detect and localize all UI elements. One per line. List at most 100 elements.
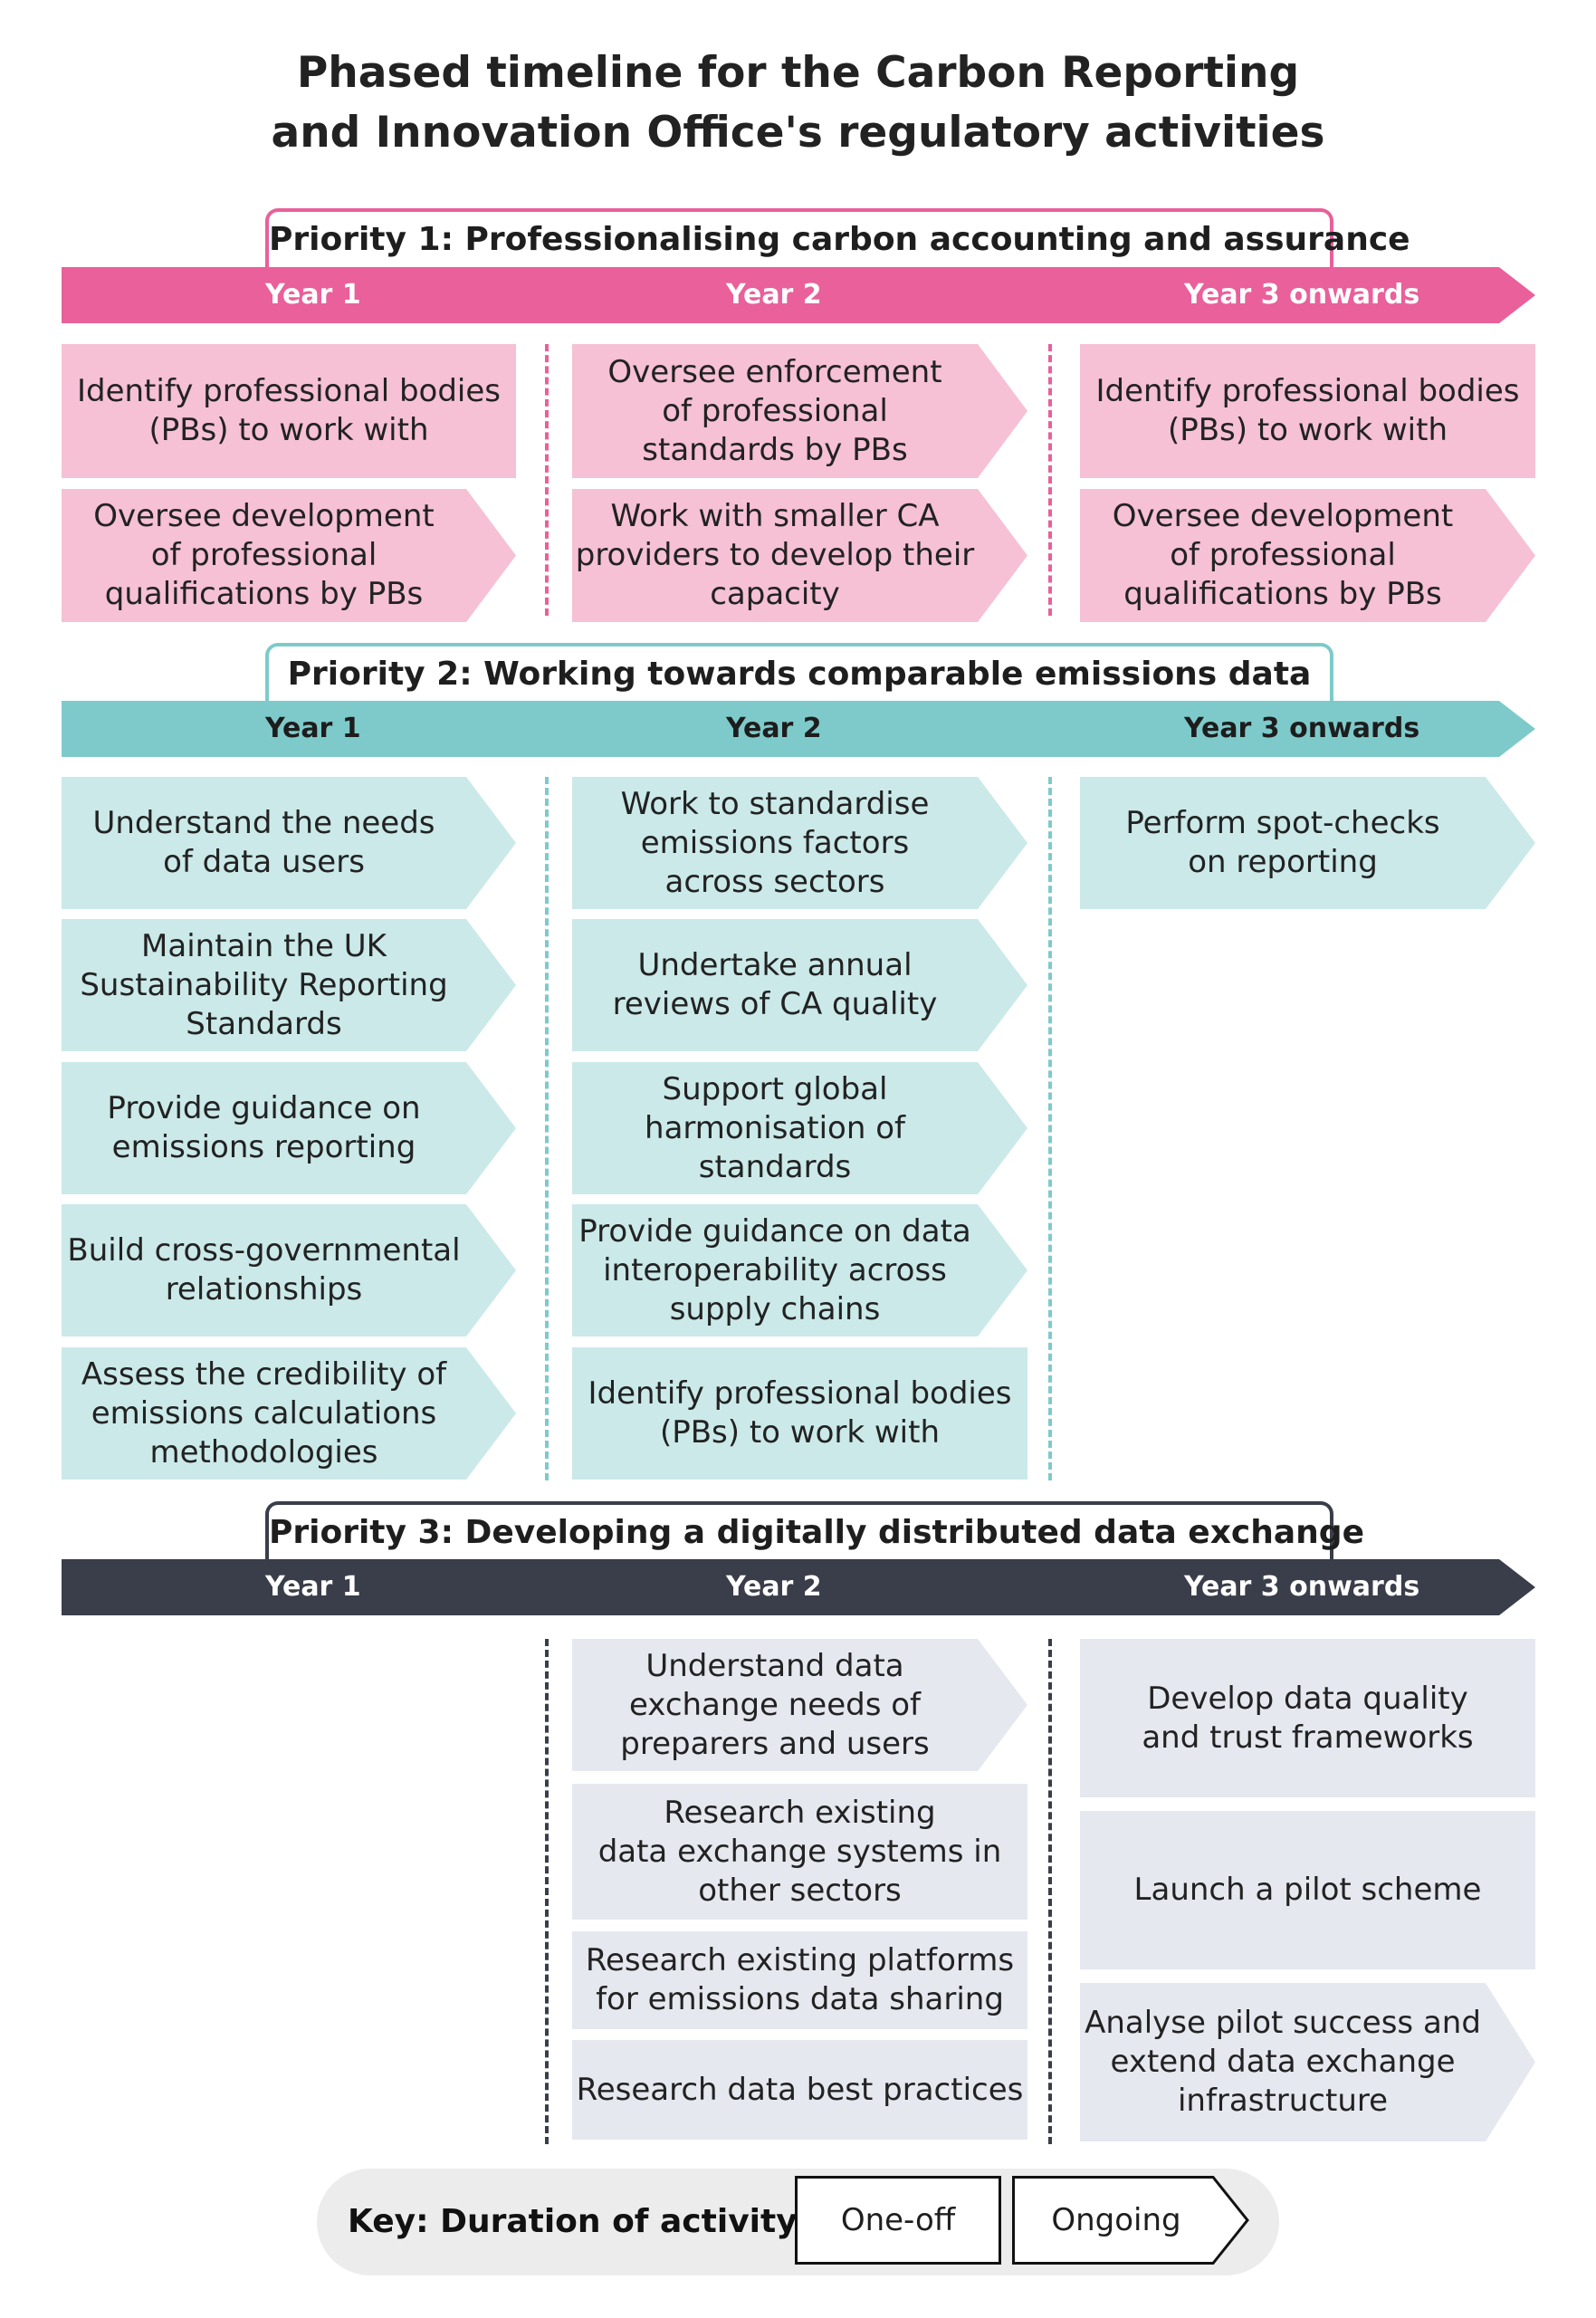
activity-text-line: Understand data xyxy=(645,1647,904,1684)
activity-text-line: qualifications by PBs xyxy=(104,576,424,612)
activity-text: Identify professional bodies(PBs) to wor… xyxy=(77,372,501,450)
column-separator xyxy=(545,1639,549,2144)
activity-text-line: emissions calculations xyxy=(91,1394,437,1432)
activity-text-line: providers to develop their xyxy=(575,537,975,573)
activity-text-line: Provide guidance on xyxy=(107,1090,421,1126)
activity-text-line: Build cross-governmental xyxy=(67,1232,461,1269)
activity-text-line: Sustainability Reporting xyxy=(80,966,448,1003)
activity-text-line: Provide guidance on data xyxy=(578,1212,971,1250)
activity-text-line: Work with smaller CA xyxy=(610,498,940,534)
one-off-activity: Launch a pilot scheme xyxy=(1080,1811,1535,1969)
activity-text-line: Research data best practices xyxy=(576,2071,1024,2108)
one-off-activity: Identify professional bodies(PBs) to wor… xyxy=(1080,344,1535,478)
activity-text: Research data best practices xyxy=(577,2071,1024,2110)
activity-text-line: Launch a pilot scheme xyxy=(1133,1872,1482,1908)
activity-text-line: of data users xyxy=(163,844,365,880)
activity-text-line: Maintain the UK xyxy=(141,927,387,964)
key-ongoing-label: Ongoing xyxy=(1051,2202,1181,2238)
activity-text-line: of professional xyxy=(150,537,377,573)
activity-text-line: infrastructure xyxy=(1177,2083,1389,2119)
activity-text-line: extend data exchange xyxy=(1110,2044,1456,2080)
column-separator xyxy=(545,777,549,1480)
activity-text-line: Identify professional bodies xyxy=(1095,373,1520,409)
year-label: Year 3 onwards xyxy=(1184,713,1420,744)
column-separator xyxy=(545,344,549,616)
activity-text-line: across sectors xyxy=(664,863,885,900)
activity-text-line: Analyse pilot success and xyxy=(1085,2005,1481,2041)
column-separator xyxy=(1048,1639,1052,2144)
activity-text-line: standards by PBs xyxy=(642,431,908,468)
activity-text-line: interoperability across xyxy=(603,1251,947,1288)
activity-text-line: harmonisation of standards xyxy=(645,1109,905,1185)
title-line-2: and Innovation Office's regulatory activ… xyxy=(271,108,1325,158)
activity-text-line: Oversee development xyxy=(1112,498,1454,534)
activity-text-line: for emissions data sharing xyxy=(596,1981,1004,2017)
activity-text: Launch a pilot scheme xyxy=(1134,1871,1482,1910)
title-line-1: Phased timeline for the Carbon Reporting xyxy=(296,48,1300,98)
activity-text-line: emissions factors xyxy=(640,824,910,861)
priority-2-year-band: Year 1 Year 2 Year 3 onwards xyxy=(62,701,1535,757)
activity-text-line: and trust frameworks xyxy=(1142,1719,1474,1756)
activity-text-line: Support global xyxy=(662,1070,888,1107)
activity-text-line: other sectors xyxy=(698,1872,902,1909)
activity-text-line: Work to standardise xyxy=(620,785,930,822)
activity-text-line: of professional xyxy=(662,392,888,429)
activity-text-line: (PBs) to work with xyxy=(148,412,429,448)
activity-text-line: of professional xyxy=(1170,537,1396,573)
priority-2-title: Priority 2: Working towards comparable e… xyxy=(265,643,1333,703)
activity-text-line: exchange needs of xyxy=(628,1686,922,1723)
activity-text-line: Research existing xyxy=(664,1794,936,1831)
year-label: Year 2 xyxy=(726,713,822,744)
activity-text-line: Oversee development xyxy=(93,498,435,534)
priority-1-title: Priority 1: Professionalising carbon acc… xyxy=(265,208,1410,268)
column-separator xyxy=(1048,777,1052,1480)
key-ongoing: Ongoing xyxy=(1012,2176,1249,2265)
activity-text-line: Assess the credibility of xyxy=(81,1355,447,1393)
key-ongoing-arrow-shape xyxy=(1012,2176,1249,2265)
activity-text-line: methodologies xyxy=(149,1433,378,1470)
activity-text: Identify professional bodies(PBs) to wor… xyxy=(588,1375,1011,1452)
activity-text-line: reviews of CA quality xyxy=(612,986,938,1022)
activity-text-line: on reporting xyxy=(1188,844,1378,880)
activity-text-line: qualifications by PBs xyxy=(1123,576,1442,612)
activity-text-line: Undertake annual xyxy=(637,947,913,983)
year-label: Year 1 xyxy=(265,1571,361,1603)
activity-text-line: supply chains xyxy=(669,1290,881,1327)
activity-text-line: data exchange systems in xyxy=(597,1833,1002,1870)
activity-text-line: Identify professional bodies xyxy=(76,373,501,409)
activity-text-line: Research existing platforms xyxy=(585,1942,1015,1978)
year-label: Year 1 xyxy=(265,713,361,744)
activity-text-line: relationships xyxy=(165,1271,363,1307)
activity-text-line: Perform spot-checks xyxy=(1125,805,1440,841)
year-label: Year 3 onwards xyxy=(1184,1571,1420,1603)
column-separator xyxy=(1048,344,1052,616)
key-label: Key: Duration of activity xyxy=(348,2203,798,2240)
activity-text-line: Understand the needs xyxy=(92,805,435,841)
